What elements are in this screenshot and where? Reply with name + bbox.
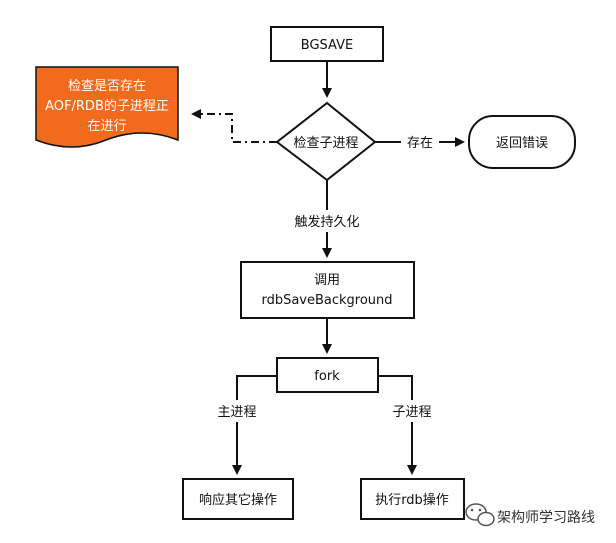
watermark: 架构师学习路线 [465, 503, 595, 527]
node-fork: fork [276, 357, 379, 393]
watermark-text: 架构师学习路线 [497, 510, 595, 526]
node-check-child-label: 检查子进程 [293, 136, 358, 151]
node-note: 检查是否存在 AOF/RDB的子进程正 在进行 [35, 66, 179, 148]
edge-check-to-note [191, 109, 277, 143]
node-bgsave-label: BGSAVE [301, 38, 353, 53]
note-line-3: 在进行 [87, 119, 126, 134]
node-call-rdbsave: 调用 rdbSaveBackground [240, 261, 415, 319]
node-exec-rdb: 执行rdb操作 [360, 478, 465, 520]
node-call-line-2: rdbSaveBackground [261, 293, 392, 308]
edge-label-exists: 存在 [407, 136, 433, 151]
node-fork-label: fork [314, 369, 340, 384]
edge-labels: 存在 触发持久化 主进程 子进程 [213, 132, 439, 422]
node-exec-rdb-label: 执行rdb操作 [375, 492, 449, 508]
edge-fork-to-respond [232, 375, 277, 475]
node-return-error-label: 返回错误 [496, 136, 548, 151]
note-line-1: 检查是否存在 [68, 79, 146, 94]
node-respond-other-label: 响应其它操作 [199, 492, 277, 508]
edge-fork-to-exec [378, 375, 417, 475]
node-return-error: 返回错误 [468, 115, 576, 169]
edge-label-child-process: 子进程 [392, 405, 431, 420]
node-call-line-1: 调用 [314, 273, 340, 288]
edges [191, 61, 465, 475]
edge-label-trigger-persist: 触发持久化 [294, 214, 359, 230]
node-bgsave: BGSAVE [270, 26, 384, 62]
wechat-icon [465, 503, 495, 527]
note-line-2: AOF/RDB的子进程正 [45, 98, 169, 114]
edge-label-main-process: 主进程 [217, 405, 256, 420]
node-check-child: 检查子进程 [275, 101, 377, 182]
node-respond-other: 响应其它操作 [182, 478, 294, 520]
